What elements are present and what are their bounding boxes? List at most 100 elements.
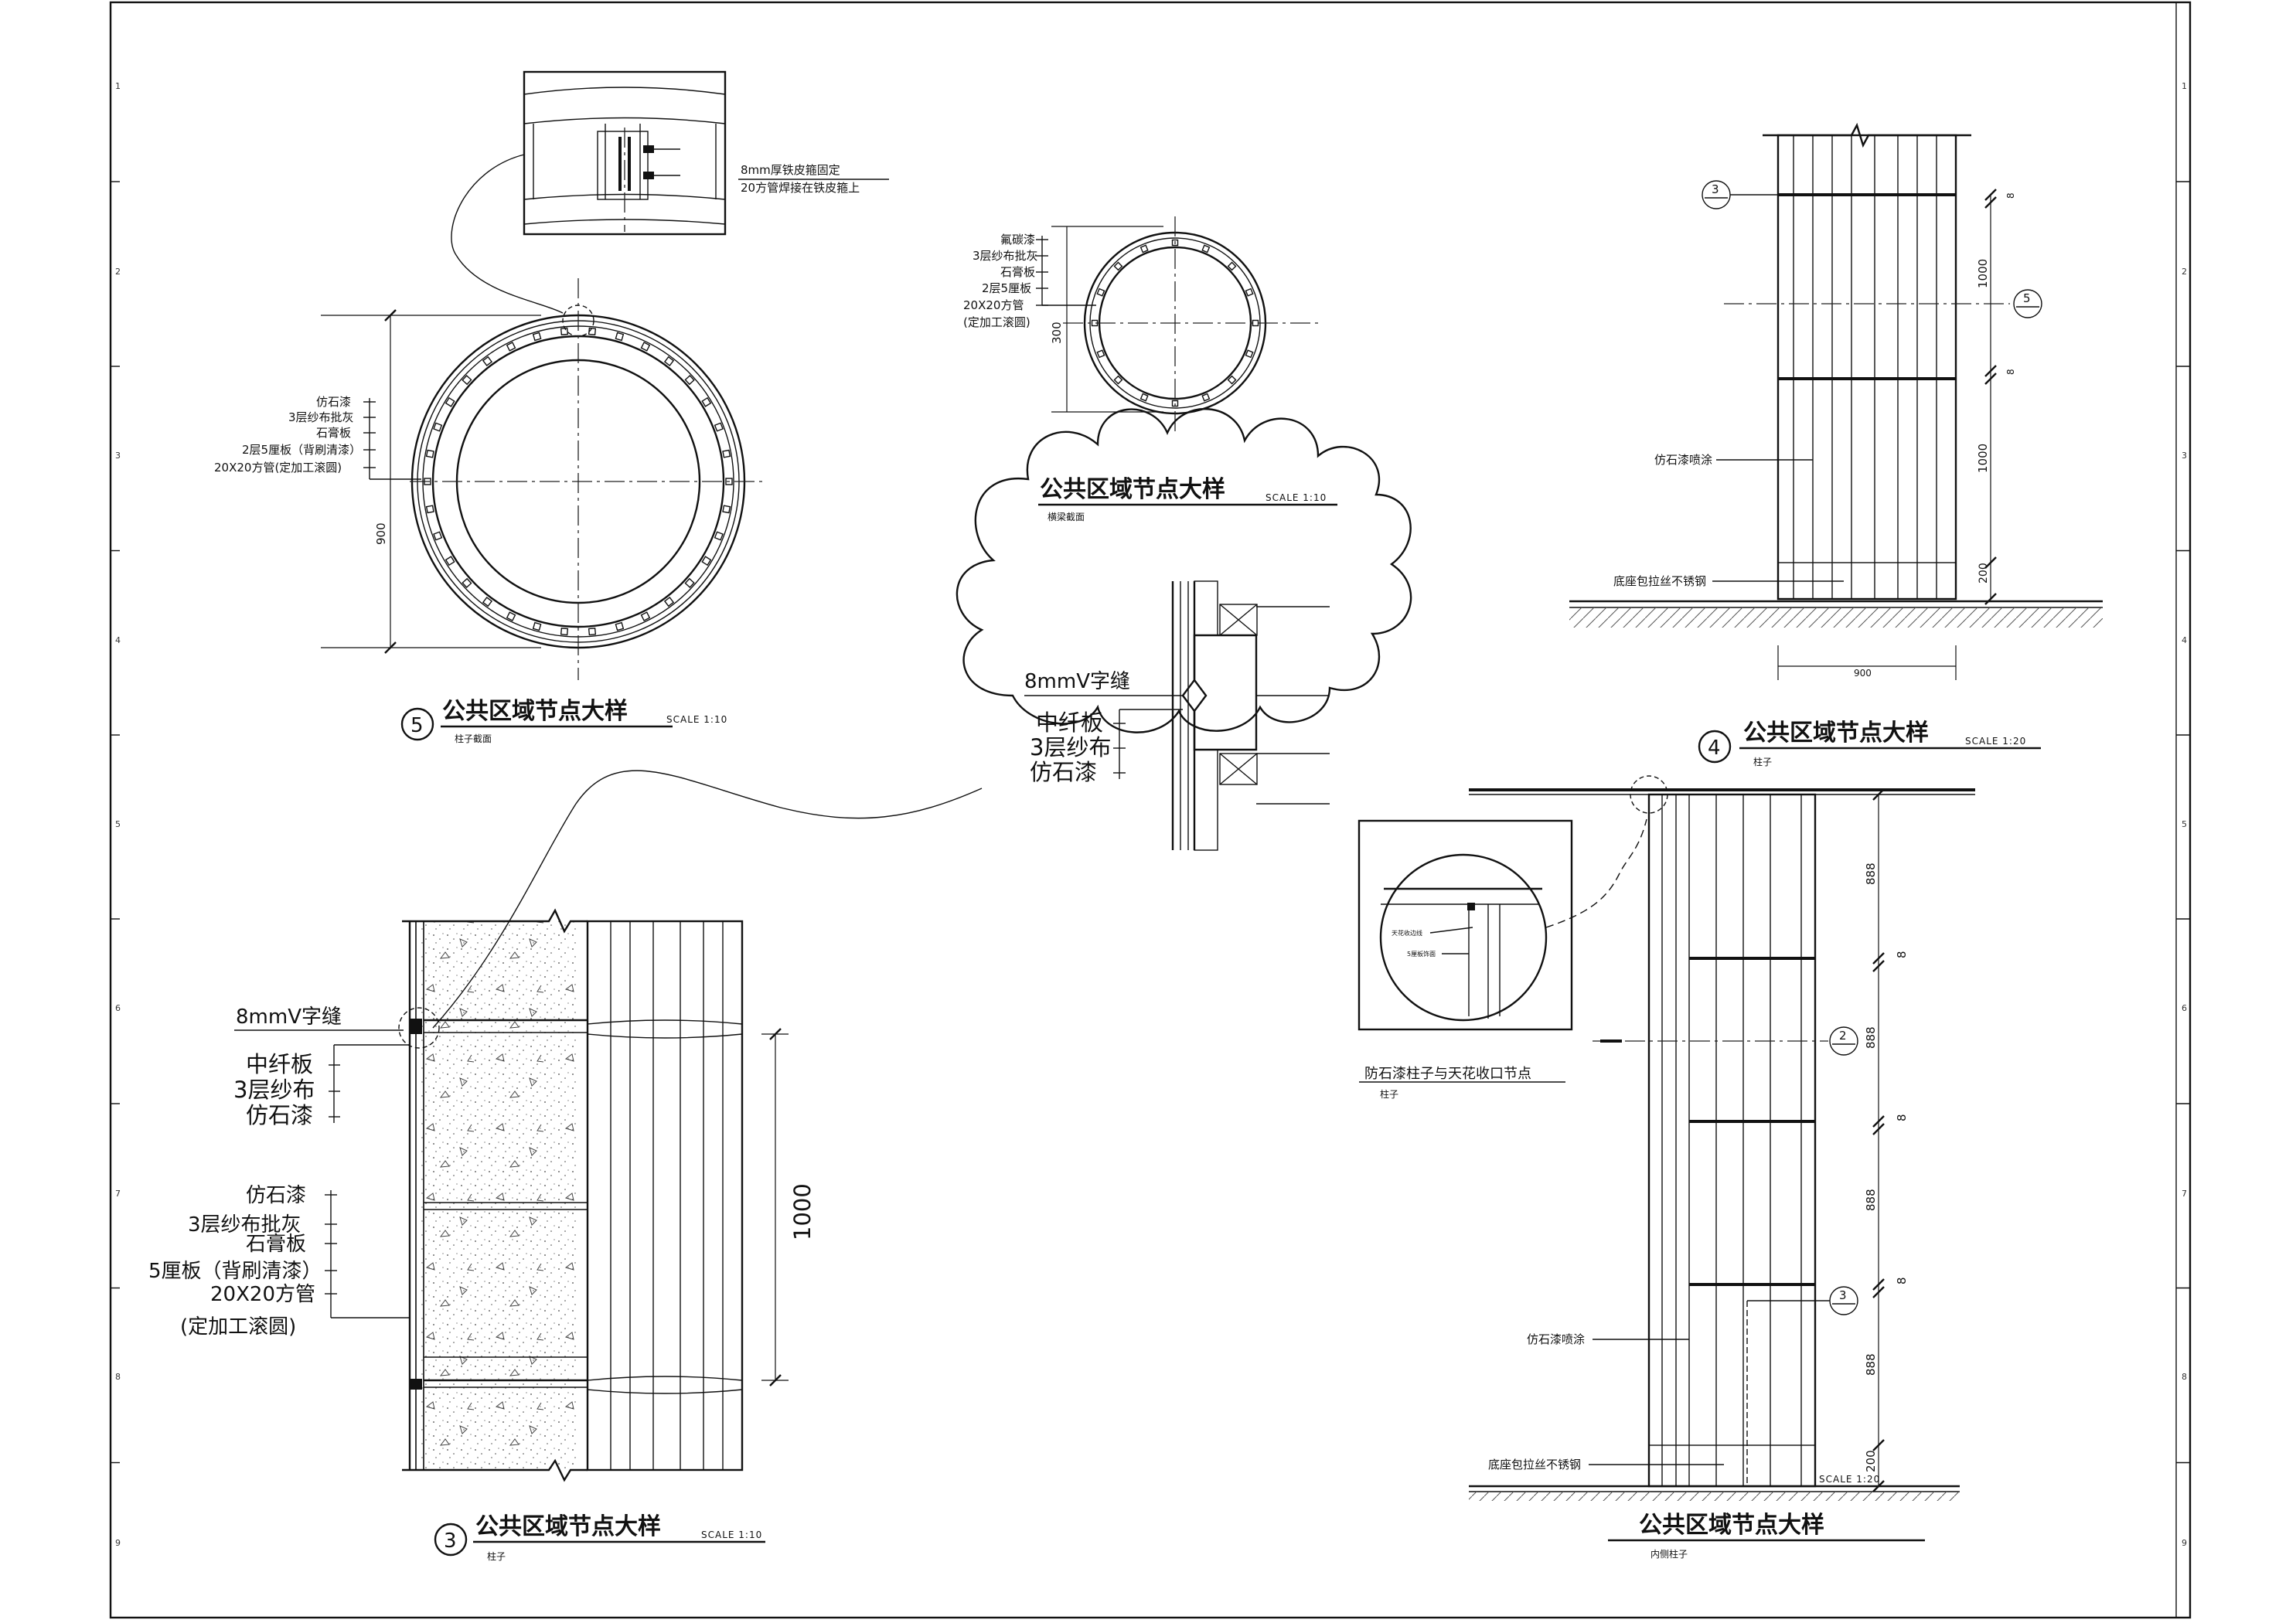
detail-3-layer-label: 5厘板（背刷清漆）: [148, 1260, 322, 1283]
grid-number-right: 7: [2182, 1189, 2187, 1199]
inner-column-dim: 8: [1895, 1114, 1909, 1121]
detail-4-floor-hatch: [1569, 607, 2103, 628]
tube-stud: [1096, 288, 1105, 297]
detail-5-layer-label: 石膏板: [316, 426, 351, 440]
grid-number-right: 2: [2182, 267, 2187, 277]
detail-5-title: 公共区域节点大样: [442, 698, 628, 725]
detail-5-number: 5: [410, 714, 424, 737]
inner-column-mark-3-text: 3: [1839, 1288, 1847, 1302]
cloud-label-v-joint: 8mmV字缝: [1024, 670, 1130, 693]
detail-5-layer-label: 20X20方管(定加工滚圆): [214, 461, 342, 475]
tube-stud: [640, 342, 651, 352]
detail-4-title: 公共区域节点大样: [1743, 720, 1929, 747]
tube-stud: [433, 422, 443, 432]
beam-layer-label: 氟碳漆: [1000, 233, 1035, 247]
detail-3-bottom-break: [402, 1458, 588, 1482]
detail-3-label-v-joint: 8mmV字缝: [236, 1005, 342, 1029]
detail-4-dim: 8: [2005, 192, 2016, 199]
detail-5-inset-note-2: 20方管焊接在铁皮箍上: [741, 181, 860, 195]
beam-layer-label: 石膏板: [1000, 265, 1035, 279]
tube-stud: [506, 342, 516, 352]
inner-column-flutes: [1661, 794, 1802, 1486]
tube-stud: [1252, 319, 1259, 327]
tube-stud: [482, 597, 493, 607]
detail-3-section-body: [421, 921, 576, 1470]
detail-3-layer-label: 20X20方管: [210, 1283, 315, 1306]
inner-column-mark-2: [1829, 1026, 1858, 1056]
grid-number-right: 4: [2182, 635, 2187, 645]
inner-column-dim: 888: [1864, 1189, 1878, 1211]
detail-4-section-mark-5: [2013, 289, 2042, 318]
tube-stud: [684, 374, 695, 386]
detail-5-column-section: 8mm厚铁皮箍固定 20方管焊接在铁皮箍上 900 仿石漆3层纱布批灰石膏板2层…: [214, 70, 889, 744]
beam-title: 公共区域节点大样: [1040, 476, 1225, 503]
grid-number-left: 6: [115, 1003, 121, 1013]
grid-number-left: 2: [115, 267, 121, 277]
detail-5-leader-curve: [451, 154, 564, 314]
beam-scale: SCALE 1:10: [1266, 492, 1327, 503]
cloud-tube-bottom: [1219, 753, 1258, 785]
tube-stud: [722, 449, 731, 458]
tube-stud: [1113, 375, 1123, 385]
detail-4-dim: 200: [1977, 563, 1990, 584]
tube-stud: [684, 577, 695, 589]
beam-dim: 300: [1050, 322, 1064, 344]
inner-column-dim: 8: [1895, 1277, 1909, 1284]
junction-circle: [1379, 853, 1548, 1022]
cloud-label-gauze: 3层纱布: [1030, 734, 1111, 760]
beam-layer-label: 3层纱布批灰: [973, 249, 1038, 263]
cloud-gypsum-top: [1194, 580, 1218, 636]
inner-column-base: [1648, 1444, 1816, 1487]
detail-4-dim: 8: [2005, 369, 2016, 375]
tube-stud: [1227, 375, 1237, 385]
detail-3-elevation-body: [586, 920, 744, 1472]
cloud-label-mdf: 中纤板: [1036, 709, 1103, 736]
tube-stud: [1096, 349, 1105, 359]
tube-stud: [482, 356, 493, 366]
inner-column-scale: SCALE 1:20: [1819, 1474, 1880, 1485]
beam-layer-label: 20X20方管: [963, 298, 1024, 312]
grid-number-left: 1: [115, 81, 121, 91]
detail-3-column-elevation: 1000 8mmV字缝 中纤板 3层纱布 仿石漆 仿石漆3层纱布批灰石膏板5厘板…: [148, 908, 816, 1562]
grid-number-left: 8: [115, 1372, 121, 1382]
inner-column-body: [1647, 793, 1817, 1488]
tube-stud: [560, 327, 569, 335]
detail-3-title: 公共区域节点大样: [475, 1513, 661, 1540]
detail-5-inset-note-1: 8mm厚铁皮箍固定: [741, 163, 840, 177]
detail-3-layer-label: 仿石漆: [246, 1184, 306, 1207]
detail-3-top-break: [402, 908, 588, 934]
detail-5-inset-box: [523, 70, 727, 236]
tube-stud: [462, 374, 472, 386]
detail-3-layer-label: 石膏板: [246, 1233, 306, 1256]
detail-5-inset-wood-bottom: [523, 193, 726, 225]
inner-column-paint-label: 仿石漆喷涂: [1527, 1332, 1585, 1346]
tube-stud: [433, 531, 443, 541]
tube-stud: [425, 505, 434, 514]
detail-3-subtitle: 柱子: [487, 1550, 506, 1562]
cloud-v-joint-detail: 8mmV字缝 中纤板 3层纱布 仿石漆: [432, 408, 1412, 1029]
tube-stud: [588, 628, 597, 636]
tube-stud: [1201, 244, 1211, 253]
detail-3-number: 3: [444, 1529, 457, 1553]
grid-number-left: 9: [115, 1538, 121, 1548]
inner-column-dim: 888: [1864, 1026, 1878, 1049]
inner-column-base-label: 底座包拉丝不锈钢: [1488, 1458, 1581, 1472]
detail-4-subtitle: 柱子: [1753, 756, 1772, 767]
detail-3-label-paint: 仿石漆: [246, 1102, 313, 1128]
detail-5-inset-bracket: [597, 131, 649, 200]
tube-stud: [1139, 244, 1149, 253]
sheet-border: [109, 1, 2192, 1619]
tube-stud: [462, 577, 472, 589]
inner-column-mark-2-text: 2: [1839, 1029, 1847, 1043]
beam-layer-label: (定加工滚圆): [963, 315, 1030, 329]
detail-3-layer-label: 3层纱布批灰: [188, 1213, 301, 1237]
tube-stud: [532, 621, 542, 631]
detail-4-width-dim: 900: [1854, 668, 1872, 679]
